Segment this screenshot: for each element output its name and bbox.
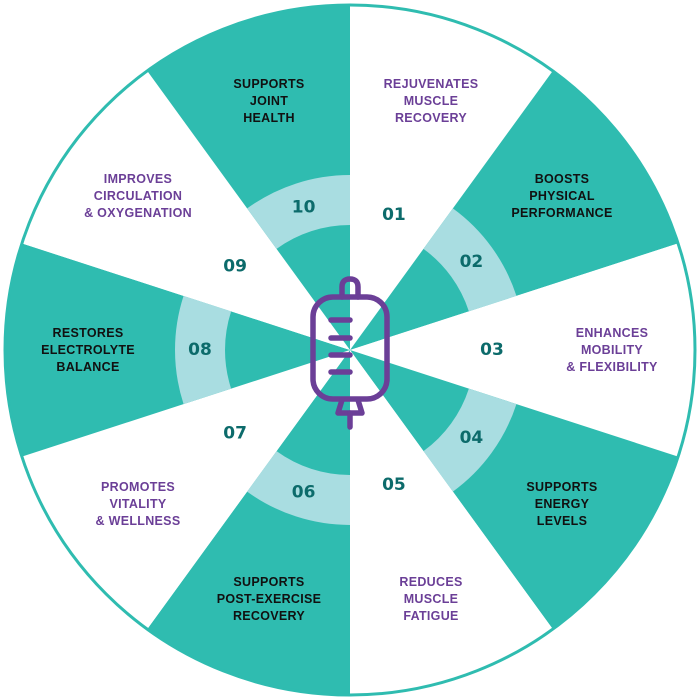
- segment-02-label-line: PERFORMANCE: [511, 206, 612, 220]
- segment-05: [350, 350, 553, 695]
- segment-10: [147, 5, 350, 350]
- segment-05-label-line: FATIGUE: [403, 609, 458, 623]
- segment-02-label: BOOSTS PHYSICAL PERFORMANCE: [511, 172, 612, 220]
- segment-05-label: REDUCES MUSCLE FATIGUE: [399, 575, 462, 623]
- segment-04-number-band: [423, 388, 517, 492]
- segment-09-label-line: CIRCULATION: [94, 189, 182, 203]
- segment-09-label-line: & OXYGENATION: [84, 206, 192, 220]
- segment-08-label-line: BALANCE: [56, 360, 119, 374]
- segment-01-label: REJUVENATES MUSCLE RECOVERY: [384, 77, 479, 125]
- segment-04-label-line: SUPPORTS: [526, 480, 597, 494]
- segment-10-number-band: [247, 175, 350, 249]
- segment-06-label-line: POST-EXERCISE: [217, 592, 322, 606]
- segment-01-label-line: REJUVENATES: [384, 77, 479, 91]
- segment-06-number-band: [247, 451, 350, 525]
- segment-03: [350, 243, 695, 457]
- segment-06-label: SUPPORTS POST-EXERCISE RECOVERY: [217, 575, 322, 623]
- segment-08-number: 08: [188, 340, 212, 360]
- segment-01-number: 01: [382, 205, 406, 225]
- segment-01-label-line: MUSCLE: [404, 94, 459, 108]
- segment-08-label-line: RESTORES: [53, 326, 124, 340]
- segment-06-number: 06: [292, 483, 316, 503]
- segment-05-label-line: MUSCLE: [404, 592, 459, 606]
- segment-06-label-line: RECOVERY: [233, 609, 305, 623]
- iv-bag-icon: [310, 276, 390, 430]
- segment-09-label: IMPROVES CIRCULATION & OXYGENATION: [84, 172, 192, 220]
- segment-08-label-line: ELECTROLYTE: [41, 343, 135, 357]
- segment-02-label-line: BOOSTS: [535, 172, 590, 186]
- segment-06-label-line: SUPPORTS: [233, 575, 304, 589]
- segment-04-label-line: LEVELS: [537, 514, 587, 528]
- segment-09: [21, 70, 350, 350]
- segment-07-label-line: VITALITY: [109, 497, 166, 511]
- segment-04-number: 04: [460, 428, 484, 448]
- segment-01: [350, 5, 553, 350]
- segment-03-label-line: MOBILITY: [581, 343, 643, 357]
- segment-02: [350, 70, 679, 350]
- segment-10-label-line: HEALTH: [243, 111, 295, 125]
- segment-02-number: 02: [460, 252, 484, 272]
- segment-07: [21, 350, 350, 630]
- segment-03-label-line: & FLEXIBILITY: [566, 360, 658, 374]
- segment-03-number: 03: [480, 340, 504, 360]
- segment-07-label: PROMOTES VITALITY & WELLNESS: [96, 480, 181, 528]
- segment-10-label-line: SUPPORTS: [233, 77, 304, 91]
- segment-09-number: 09: [223, 257, 247, 277]
- segment-08-number-band: [175, 295, 232, 405]
- wheel-outer-ring: [3, 3, 697, 697]
- segment-05-number: 05: [382, 475, 406, 495]
- segment-03-label: ENHANCES MOBILITY & FLEXIBILITY: [566, 326, 658, 374]
- segment-04: [350, 350, 679, 630]
- segment-10-label: SUPPORTS JOINT HEALTH: [233, 77, 304, 125]
- segment-03-label-line: ENHANCES: [576, 326, 649, 340]
- segment-02-number-band: [423, 208, 517, 312]
- segment-07-number: 07: [223, 424, 247, 444]
- segment-09-label-line: IMPROVES: [104, 172, 172, 186]
- segment-04-label-line: ENERGY: [535, 497, 590, 511]
- segment-08-label: RESTORES ELECTROLYTE BALANCE: [41, 326, 135, 374]
- segment-02-label-line: PHYSICAL: [529, 189, 595, 203]
- segment-07-label-line: PROMOTES: [101, 480, 175, 494]
- segment-10-number: 10: [292, 197, 316, 217]
- segment-06: [147, 350, 350, 695]
- segment-05-label-line: REDUCES: [399, 575, 462, 589]
- segment-04-label: SUPPORTS ENERGY LEVELS: [526, 480, 597, 528]
- segment-10-label-line: JOINT: [250, 94, 288, 108]
- segment-01-label-line: RECOVERY: [395, 111, 467, 125]
- segment-07-label-line: & WELLNESS: [96, 514, 181, 528]
